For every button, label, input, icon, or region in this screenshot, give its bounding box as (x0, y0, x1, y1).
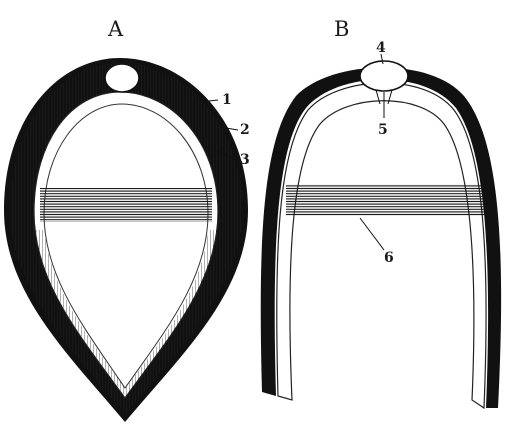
panel-a-top-oval (105, 64, 139, 92)
callout-5: 5 (378, 122, 388, 138)
panel-a-label: A (107, 17, 124, 41)
callout-2: 2 (240, 122, 250, 138)
callout-6: 6 (384, 250, 394, 266)
panel-b-label: B (334, 17, 349, 41)
panel-b-outer-shell (261, 67, 501, 408)
panel-b-top-oval (360, 61, 408, 91)
callout-4: 4 (376, 40, 386, 56)
panel-a: A 1 2 3 (4, 17, 250, 422)
panel-b: B 4 5 6 (261, 17, 501, 408)
panel-b-leader-6 (360, 218, 384, 250)
callout-1: 1 (222, 92, 232, 108)
panel-b-horizontal-band (286, 184, 486, 216)
callout-3: 3 (240, 152, 250, 168)
panel-a-horizontal-band (40, 188, 212, 222)
